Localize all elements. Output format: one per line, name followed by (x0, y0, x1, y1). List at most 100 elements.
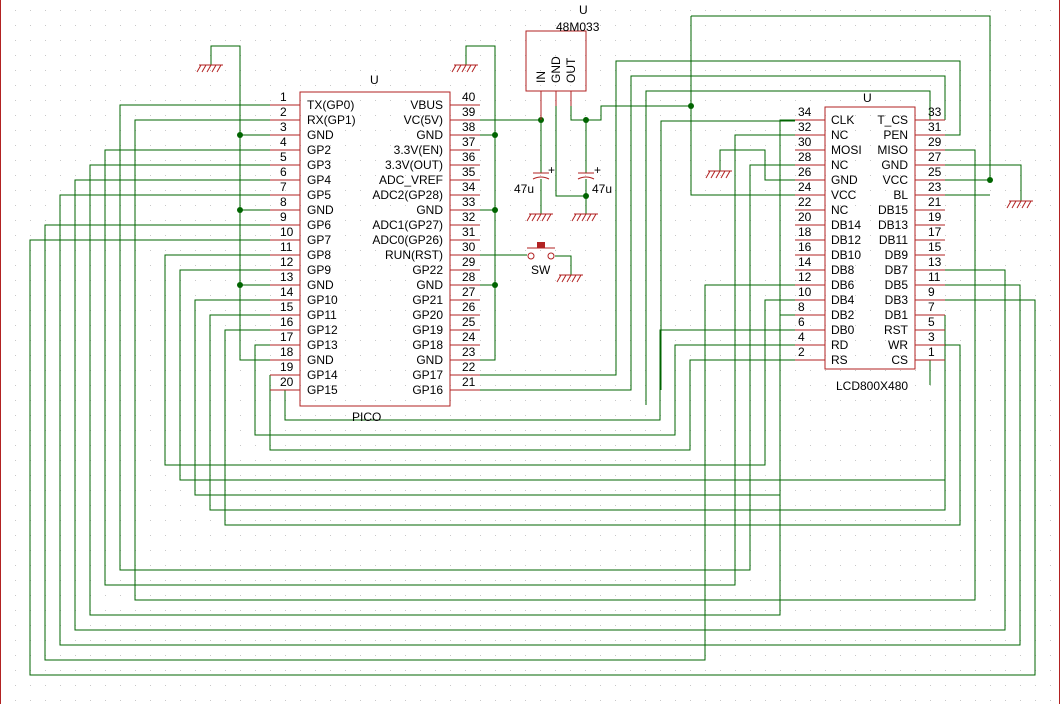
grid-dot (135, 655, 136, 656)
grid-dot (195, 700, 196, 701)
grid-dot (600, 205, 601, 206)
grid-dot (390, 385, 391, 386)
grid-dot (150, 460, 151, 461)
grid-dot (330, 565, 331, 566)
grid-dot (795, 115, 796, 116)
grid-dot (90, 625, 91, 626)
grid-dot (150, 625, 151, 626)
grid-dot (615, 520, 616, 521)
grid-dot (690, 595, 691, 596)
grid-dot (165, 25, 166, 26)
lcd-pin-number: 29 (928, 135, 942, 149)
grid-dot (675, 190, 676, 191)
grid-dot (345, 340, 346, 341)
junction-dot (492, 282, 498, 288)
grid-dot (435, 115, 436, 116)
lcd-pin-number: 3 (928, 330, 935, 344)
grid-dot (315, 565, 316, 566)
grid-dot (195, 100, 196, 101)
grid-dot (990, 445, 991, 446)
grid-dot (855, 595, 856, 596)
grid-dot (405, 565, 406, 566)
grid-dot (825, 55, 826, 56)
grid-dot (765, 280, 766, 281)
labels: U PICO U LCD800X480 U 48M033 IN GND OUT … (280, 3, 942, 424)
grid-dot (375, 445, 376, 446)
grid-dot (600, 145, 601, 146)
grid-dot (420, 565, 421, 566)
grid-dot (30, 685, 31, 686)
grid-dot (870, 175, 871, 176)
grid-dot (960, 205, 961, 206)
grid-dot (315, 55, 316, 56)
grid-dot (795, 580, 796, 581)
grid-dot (525, 235, 526, 236)
grid-dot (180, 685, 181, 686)
grid-dot (240, 415, 241, 416)
grid-dot (450, 655, 451, 656)
grid-dot (540, 325, 541, 326)
grid-dot (45, 115, 46, 116)
lcd-name: LCD800X480 (836, 379, 908, 393)
wire (89, 119, 795, 616)
wire (254, 344, 795, 436)
grid-dot (600, 10, 601, 11)
pico-pin-number: 35 (462, 165, 476, 179)
grid-dot (210, 100, 211, 101)
grid-dot (630, 55, 631, 56)
grid-dot (885, 340, 886, 341)
grid-dot (825, 415, 826, 416)
grid-dot (600, 520, 601, 521)
grid-dot (15, 505, 16, 506)
grid-dot (390, 25, 391, 26)
grid-dot (855, 100, 856, 101)
grid-dot (690, 220, 691, 221)
grid-dot (945, 235, 946, 236)
grid-dot (270, 130, 271, 131)
grid-dot (570, 655, 571, 656)
grid-dot (345, 460, 346, 461)
grid-dot (270, 340, 271, 341)
grid-dot (960, 595, 961, 596)
grid-dot (810, 640, 811, 641)
grid-dot (825, 565, 826, 566)
grid-dot (420, 115, 421, 116)
grid-dot (375, 400, 376, 401)
grid-dot (255, 475, 256, 476)
grid-dot (15, 625, 16, 626)
grid-dot (615, 700, 616, 701)
grid-dot (795, 625, 796, 626)
grid-dot (465, 610, 466, 611)
grid-dot (855, 115, 856, 116)
grid-dot (585, 280, 586, 281)
grid-dot (405, 235, 406, 236)
grid-dot (765, 70, 766, 71)
grid-dot (675, 565, 676, 566)
grid-dot (525, 355, 526, 356)
lcd-pin-number: 27 (928, 150, 942, 164)
grid-dot (480, 265, 481, 266)
grid-dot (810, 460, 811, 461)
grid-dot (540, 400, 541, 401)
grid-dot (945, 25, 946, 26)
grid-dot (270, 490, 271, 491)
ground-hatch (451, 64, 457, 73)
grid-dot (375, 100, 376, 101)
grid-dot (945, 595, 946, 596)
grid-dot (900, 535, 901, 536)
grid-dot (960, 580, 961, 581)
grid-dot (150, 280, 151, 281)
grid-dot (330, 205, 331, 206)
grid-dot (1020, 685, 1021, 686)
grid-dot (210, 310, 211, 311)
grid-dot (885, 325, 886, 326)
junction-dot (688, 103, 694, 109)
grid-dot (645, 565, 646, 566)
grid-dot (210, 670, 211, 671)
grid-dot (480, 85, 481, 86)
grid-dot (525, 340, 526, 341)
pico-pin-number: 11 (280, 240, 293, 254)
lcd-pin-label: DB0 (831, 323, 855, 337)
grid-dot (525, 115, 526, 116)
grid-dot (480, 670, 481, 671)
